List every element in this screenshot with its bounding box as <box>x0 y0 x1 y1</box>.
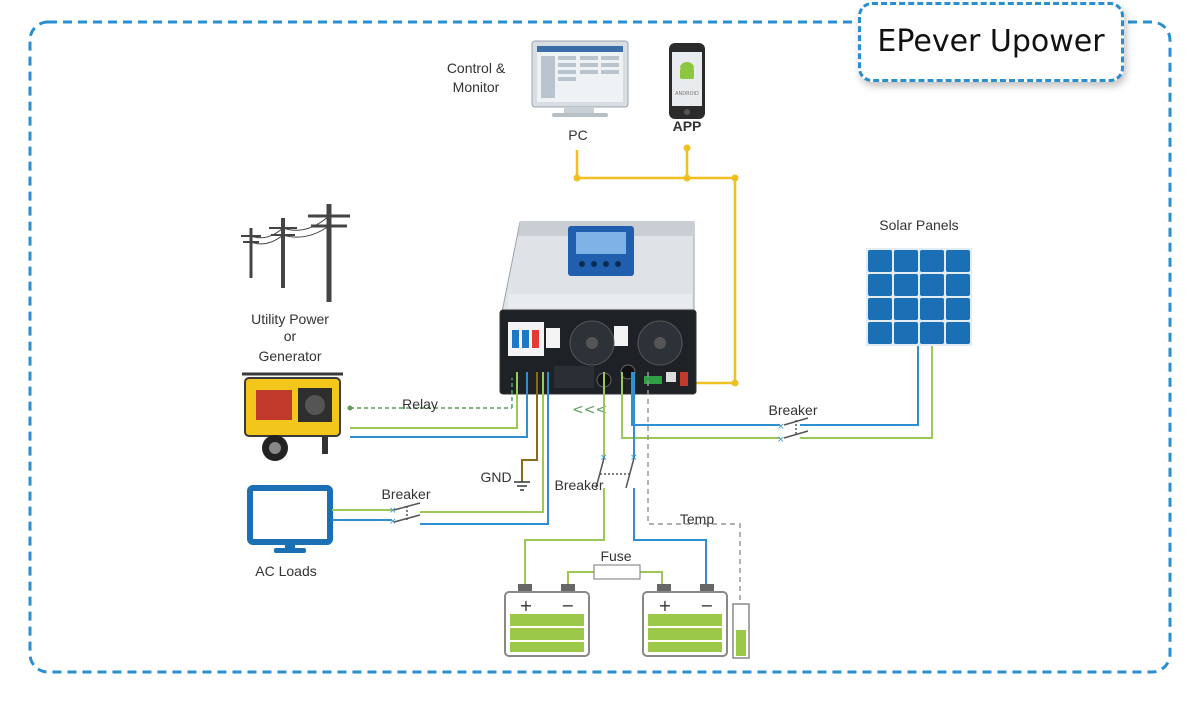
ac-output-wiring <box>332 372 549 525</box>
solar-cell <box>868 298 892 320</box>
control-monitor-label-2: Monitor <box>453 79 500 95</box>
relay-label: Relay <box>402 396 438 412</box>
utility-or-label: or <box>284 328 297 344</box>
brand-title: EPever Upower <box>877 24 1105 59</box>
relay-arrows: <<< <box>572 402 607 418</box>
solar-cell <box>868 274 892 296</box>
pv-breaker-label: Breaker <box>768 402 817 418</box>
solar-cell <box>894 250 918 272</box>
svg-text:×: × <box>600 453 608 463</box>
android-phone-icon: ANDROID <box>669 43 705 119</box>
solar-cell <box>920 298 944 320</box>
solar-cell <box>946 250 970 272</box>
svg-text:×: × <box>389 506 397 516</box>
svg-text:×: × <box>389 517 397 527</box>
app-label: APP <box>673 118 702 134</box>
brand-title-box: EPever Upower <box>858 2 1124 82</box>
svg-text:×: × <box>777 435 785 445</box>
ac-loads-label: AC Loads <box>255 563 316 579</box>
solar-panel-icon <box>866 248 972 346</box>
battery-icon <box>642 584 728 657</box>
temp-label: Temp <box>680 511 714 527</box>
solar-cell <box>920 250 944 272</box>
breaker-switch-icon <box>783 417 809 439</box>
solar-panels-label: Solar Panels <box>879 217 958 233</box>
solar-cell <box>946 274 970 296</box>
ground-icon <box>514 372 538 491</box>
monitor-icon <box>247 485 333 553</box>
solar-cell <box>946 298 970 320</box>
solar-cell <box>894 274 918 296</box>
solar-cell <box>868 250 892 272</box>
battery-plus-label: + <box>519 596 532 615</box>
utility-power-label: Utility Power <box>251 311 329 327</box>
utility-poles-icon <box>241 204 350 302</box>
temp-sensor-icon <box>732 603 750 659</box>
generator-icon <box>242 372 343 461</box>
ac-breaker-label: Breaker <box>381 486 430 502</box>
battery-wiring <box>524 372 707 584</box>
generator-label: Generator <box>258 348 321 364</box>
inverter-charger-icon <box>499 221 697 395</box>
pc-label: PC <box>568 127 587 143</box>
svg-text:×: × <box>630 453 638 463</box>
gnd-label: GND <box>480 469 511 485</box>
breaker-switch-icon <box>595 457 635 489</box>
solar-cell <box>894 298 918 320</box>
breaker-switch-icon <box>393 502 421 523</box>
svg-text:×: × <box>777 422 785 432</box>
outer-frame <box>28 20 1172 674</box>
ac-input-wiring <box>350 372 528 438</box>
battery-icon <box>504 584 590 657</box>
pv-wiring <box>621 346 933 439</box>
battery-breaker-label: Breaker <box>554 477 603 493</box>
fuse-label: Fuse <box>600 548 631 564</box>
fuse-icon <box>593 564 641 580</box>
battery-plus-label: + <box>658 596 671 615</box>
solar-cell <box>946 322 970 344</box>
battery-minus-label: − <box>561 596 574 615</box>
solar-cell <box>868 322 892 344</box>
solar-cell <box>920 274 944 296</box>
battery-minus-label: − <box>700 596 713 615</box>
svg-text:ANDROID: ANDROID <box>675 91 699 97</box>
relay-line <box>347 378 513 411</box>
solar-cell <box>920 322 944 344</box>
control-monitor-label: Control & <box>447 60 506 76</box>
temp-line <box>647 372 741 604</box>
pc-monitor-icon <box>531 40 629 117</box>
solar-cell <box>894 322 918 344</box>
comm-junctions <box>573 144 739 387</box>
